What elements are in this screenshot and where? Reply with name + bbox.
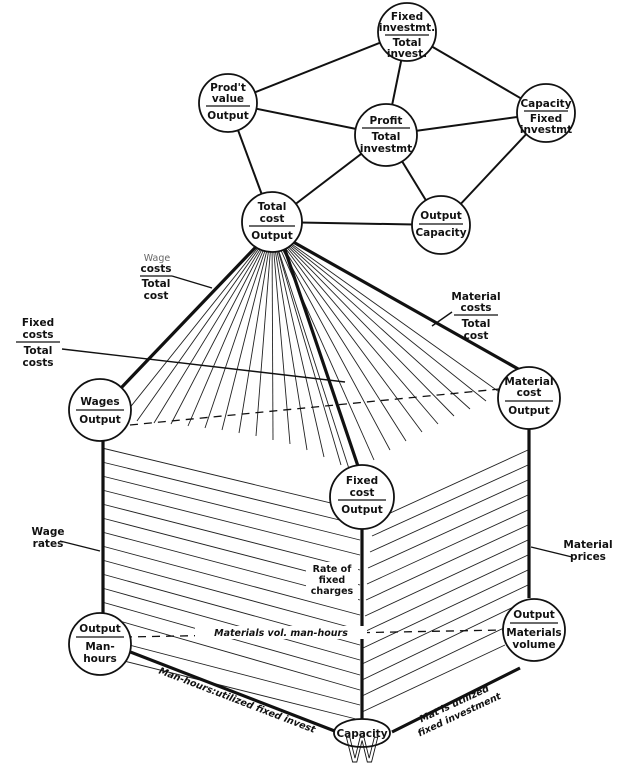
svg-text:charges: charges: [311, 586, 354, 597]
svg-text:hours: hours: [83, 653, 117, 665]
svg-text:Wages: Wages: [80, 396, 119, 408]
svg-text:Material: Material: [451, 291, 500, 303]
svg-text:costs: costs: [141, 263, 172, 275]
bottom-w-mark: W: [345, 731, 379, 763]
svg-text:investmt: investmt: [360, 143, 412, 155]
svg-text:Fixed: Fixed: [530, 113, 562, 125]
node-output-manhours: Output Man- hours: [68, 612, 132, 676]
node-profit-total-investment: Profit Total investmt: [354, 103, 418, 167]
wage-costs-pointer: [171, 275, 213, 289]
svg-text:Capacity: Capacity: [415, 227, 466, 239]
edge-fixedinvest-prodtvalue: [227, 31, 408, 104]
svg-text:cost: cost: [260, 213, 285, 225]
svg-text:Output: Output: [420, 210, 461, 222]
dashed-wages-material-line: [129, 387, 511, 426]
svg-text:Materials vol. man-hours: Materials vol. man-hours: [214, 628, 348, 639]
node-capacity-fixed-investment: Capacity Fixed investmt: [516, 83, 576, 143]
svg-text:Output: Output: [508, 405, 549, 417]
svg-text:Material: Material: [563, 539, 612, 551]
base-right-edge: [391, 666, 521, 734]
svg-text:prices: prices: [570, 551, 606, 563]
node-total-cost-output: Total cost Output: [241, 191, 303, 253]
label-rate-of-fixed-charges: Rate of fixed charges: [306, 562, 358, 600]
base-left-edge: [119, 646, 346, 737]
svg-text:Total: Total: [24, 345, 53, 357]
label-material-costs-total-cost: Material costs Total cost: [451, 291, 500, 342]
svg-text:Capacity: Capacity: [520, 98, 571, 110]
svg-text:cost: cost: [517, 387, 542, 399]
node-material-cost-output: Material cost Output: [497, 366, 561, 430]
svg-text:rates: rates: [33, 538, 64, 550]
svg-text:Output: Output: [513, 609, 554, 621]
svg-text:Output: Output: [251, 230, 292, 242]
svg-text:Fixed: Fixed: [346, 475, 378, 487]
svg-text:Output: Output: [79, 623, 120, 635]
svg-text:Material: Material: [504, 376, 553, 388]
label-matls-utilized-fixed-investment: Mat'ls utilized fixed investment: [416, 683, 503, 739]
svg-text:costs: costs: [461, 302, 492, 314]
svg-text:Output: Output: [207, 110, 248, 122]
svg-text:Wage: Wage: [144, 253, 171, 264]
right-wall-lines: [361, 449, 529, 713]
svg-text:Total: Total: [142, 278, 171, 290]
node-output-materials-volume: Output Materials volume: [502, 598, 566, 662]
label-fixed-costs-total-costs: Fixed costs Total costs: [16, 317, 60, 369]
svg-text:cost: cost: [144, 290, 169, 302]
svg-text:cost: cost: [464, 330, 489, 342]
svg-text:costs: costs: [23, 357, 54, 369]
roof-right-edge: [271, 228, 521, 372]
svg-text:Output: Output: [341, 504, 382, 516]
svg-text:invest.: invest.: [387, 48, 427, 60]
material-prices-pointer: [530, 546, 573, 558]
svg-text:volume: volume: [512, 639, 555, 651]
svg-text:investmt.: investmt.: [379, 22, 435, 34]
label-manhours-utilized-fixed-invest: Man-hours:utilized fixed invest: [157, 666, 317, 736]
dashed-materials-manhours-line: [123, 629, 505, 638]
svg-text:Prod't: Prod't: [210, 82, 246, 94]
svg-text:Total: Total: [372, 131, 401, 143]
svg-text:costs: costs: [23, 329, 54, 341]
svg-text:Capacity: Capacity: [336, 728, 387, 740]
left-wall-lines: [101, 447, 361, 721]
roof-front-ridge: [278, 234, 364, 479]
roof-fan-lines: [119, 229, 503, 476]
svg-text:investmt: investmt: [520, 124, 572, 136]
svg-text:Total: Total: [258, 201, 287, 213]
node-fixed-cost-output: Fixed cost Output: [329, 464, 395, 530]
svg-text:Materials: Materials: [506, 627, 561, 639]
svg-text:Fixed: Fixed: [22, 317, 54, 329]
wage-rates-pointer: [59, 540, 101, 552]
svg-text:Profit: Profit: [370, 115, 403, 127]
svg-text:fixed: fixed: [319, 575, 345, 586]
svg-text:cost: cost: [350, 487, 375, 499]
node-capacity: Capacity: [333, 718, 391, 748]
house-outline: [98, 228, 531, 737]
node-fixed-investment-total-investment: Fixed investmt. Total invest.: [377, 2, 437, 62]
label-wage-rates: Wage rates: [32, 526, 65, 550]
svg-text:Total: Total: [393, 37, 422, 49]
material-costs-pointer: [431, 311, 453, 327]
node-output-capacity: Output Capacity: [411, 195, 471, 255]
node-prodt-value-output: Prod't value Output: [198, 73, 258, 133]
svg-text:Fixed: Fixed: [391, 11, 423, 23]
label-material-prices: Material prices: [563, 539, 612, 563]
roof-left-edge: [98, 228, 274, 412]
svg-text:Total: Total: [462, 318, 491, 330]
node-wages-output: Wages Output: [68, 378, 132, 442]
svg-text:Output: Output: [79, 414, 120, 426]
svg-text:Man-: Man-: [85, 641, 114, 653]
fixed-costs-pointer: [61, 348, 346, 383]
svg-text:Wage: Wage: [32, 526, 65, 538]
label-materials-vol-manhours: Materials vol. man-hours: [195, 626, 367, 639]
label-wage-costs-total-cost: Wage costs Total cost: [140, 253, 172, 302]
svg-text:value: value: [212, 93, 244, 105]
svg-text:Rate of: Rate of: [313, 564, 353, 575]
